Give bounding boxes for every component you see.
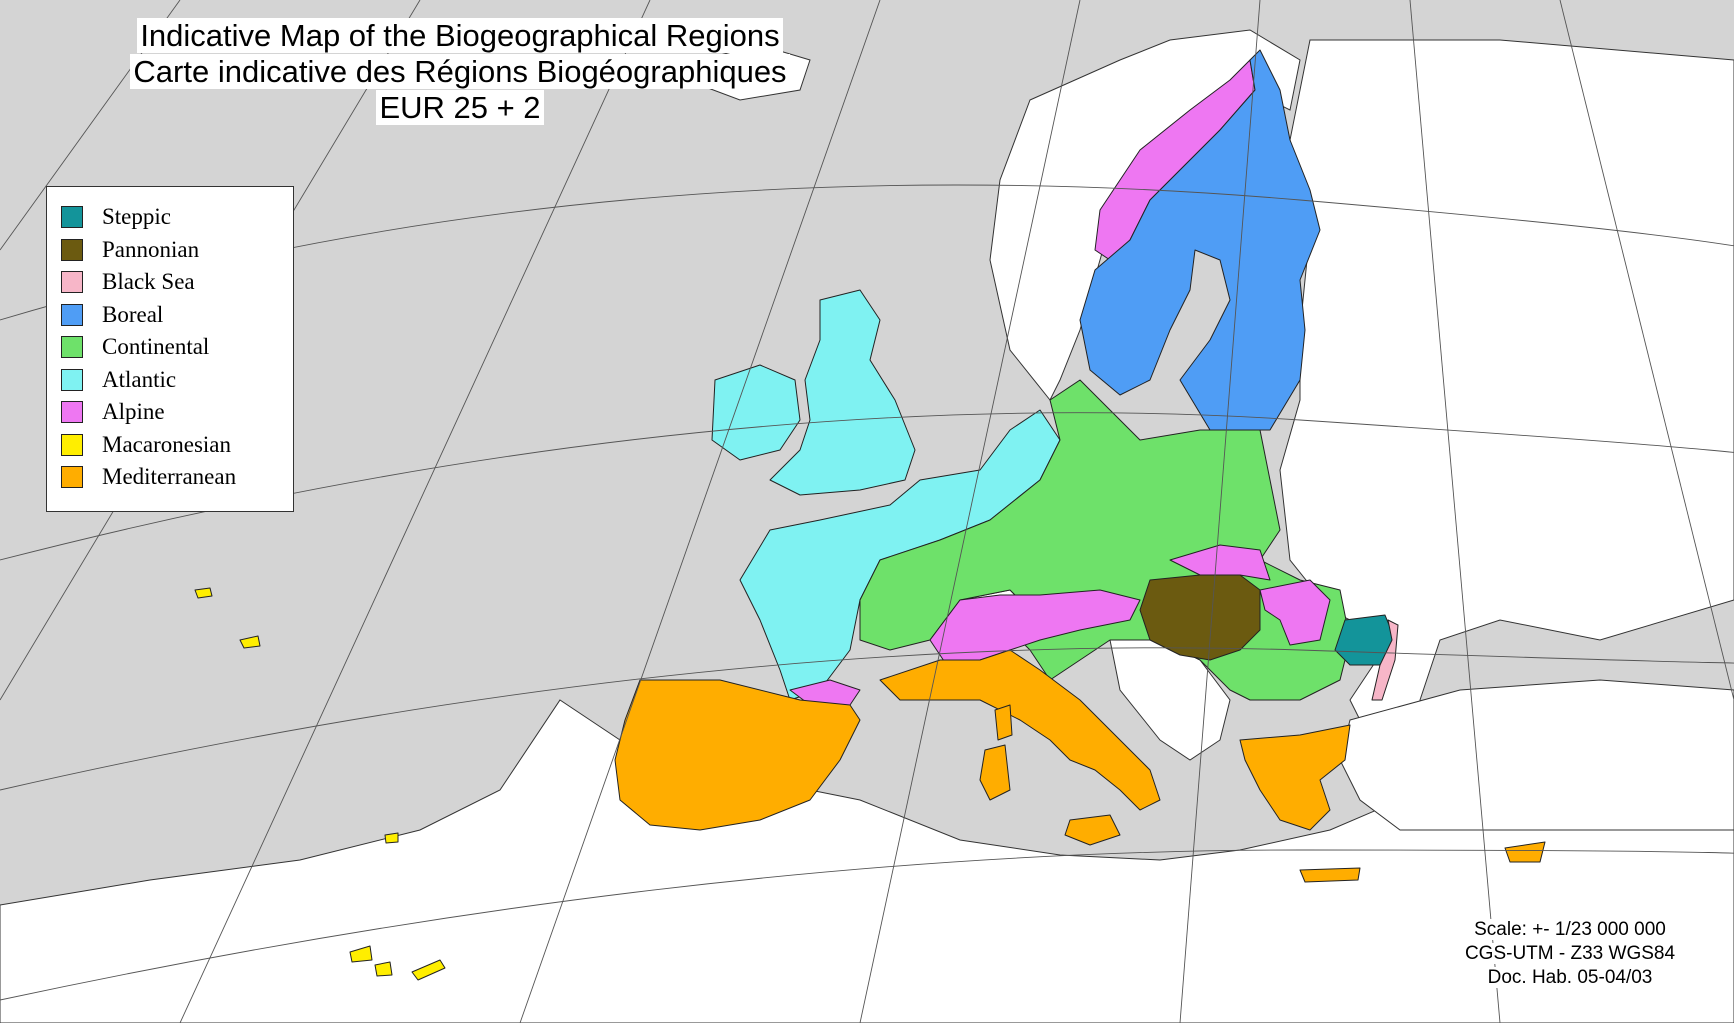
region-mediterranean-cyprus	[1504, 841, 1546, 863]
legend-item: Continental	[61, 331, 293, 364]
title-line-french: Carte indicative des Régions Biogéograph…	[130, 54, 790, 89]
region-black-sea	[1371, 619, 1399, 701]
region-pannonian	[1139, 574, 1261, 661]
legend-label-pannonian: Pannonian	[102, 236, 200, 262]
map-title: Indicative Map of the Biogeographical Re…	[40, 18, 880, 126]
region-boreal	[1079, 49, 1321, 431]
legend-item: Black Sea	[61, 266, 293, 299]
title-line-subset: EUR 25 + 2	[376, 90, 544, 125]
region-atlantic-ireland	[711, 364, 801, 461]
legend-item: Atlantic	[61, 364, 293, 397]
legend-swatch-macaronesian	[61, 433, 83, 456]
legend-item: Alpine	[61, 396, 293, 429]
legend-label-atlantic: Atlantic	[102, 366, 177, 392]
title-line-english: Indicative Map of the Biogeographical Re…	[137, 18, 783, 53]
document-reference: Doc. Hab. 05-04/03	[1485, 967, 1655, 988]
projection-text: CGS-UTM - Z33 WGS84	[1462, 943, 1678, 964]
legend-swatch-alpine	[61, 401, 83, 424]
land-turkey	[1339, 679, 1734, 831]
legend-swatch-black-sea	[61, 271, 83, 294]
region-mediterranean-sardinia	[979, 744, 1011, 801]
legend-swatch-mediterranean	[61, 466, 83, 489]
region-macaronesian-madeira	[384, 832, 399, 844]
region-atlantic-uk	[769, 289, 916, 496]
legend-label-steppic: Steppic	[102, 204, 171, 230]
region-macaronesian-canaries-2	[411, 959, 446, 981]
legend-label-boreal: Boreal	[102, 301, 164, 327]
region-mediterranean-corsica	[994, 704, 1013, 741]
legend-swatch-steppic	[61, 206, 83, 229]
legend-swatch-pannonian	[61, 238, 83, 261]
regions-layer	[194, 49, 1546, 981]
legend-label-mediterranean: Mediterranean	[102, 464, 237, 490]
region-mediterranean-crete	[1299, 867, 1361, 883]
region-macaronesian-azores-2	[239, 635, 261, 649]
legend-label-alpine: Alpine	[102, 399, 165, 425]
legend-item: Macaronesian	[61, 429, 293, 462]
legend-item: Mediterranean	[61, 461, 293, 494]
region-macaronesian-canaries-1	[349, 945, 373, 963]
legend-swatch-boreal	[61, 303, 83, 326]
scale-info: Scale: +- 1/23 000 000 CGS-UTM - Z33 WGS…	[1420, 918, 1720, 990]
legend-item: Boreal	[61, 299, 293, 332]
region-mediterranean-sicily	[1064, 814, 1121, 846]
region-macaronesian-canaries-3	[374, 961, 393, 977]
legend-label-macaronesian: Macaronesian	[102, 431, 231, 457]
region-mediterranean-greece	[1239, 724, 1351, 831]
scale-text: Scale: +- 1/23 000 000	[1472, 919, 1668, 940]
region-mediterranean-france-italy	[879, 649, 1161, 811]
legend-item: Pannonian	[61, 234, 293, 267]
legend-label-continental: Continental	[102, 334, 210, 360]
region-mediterranean-iberia	[614, 679, 861, 831]
legend-label-black-sea: Black Sea	[102, 269, 195, 295]
legend-swatch-continental	[61, 336, 83, 359]
legend: Steppic Pannonian Black Sea Boreal Conti…	[46, 186, 294, 512]
region-macaronesian-azores-1	[194, 587, 213, 599]
region-alpine-carpathians-east	[1259, 579, 1331, 646]
legend-swatch-atlantic	[61, 368, 83, 391]
legend-item: Steppic	[61, 201, 293, 234]
